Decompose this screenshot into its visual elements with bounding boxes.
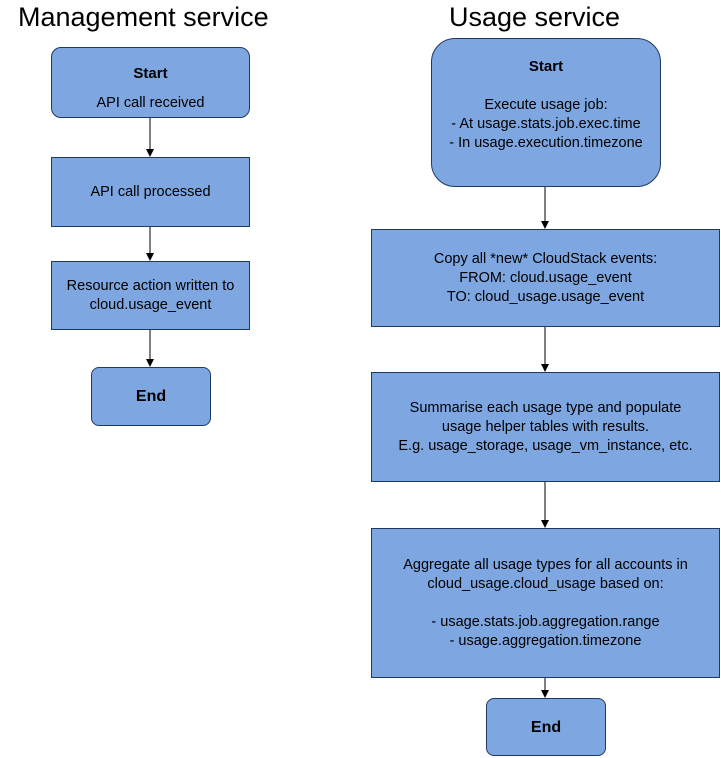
usage-summarise-line3: E.g. usage_storage, usage_vm_instance, e… — [398, 437, 693, 454]
usage-summarise-box: Summarise each usage type and populate u… — [371, 372, 720, 482]
management-service-title: Management service — [18, 2, 269, 32]
usage-start-line1: Execute usage job: — [484, 97, 608, 113]
usage-aggregate-line1: Aggregate all usage types for all accoun… — [403, 556, 688, 573]
mgmt-end-box: End — [91, 367, 211, 426]
mgmt-written-line1: Resource action written to — [66, 277, 235, 294]
usage-summarise-line1: Summarise each usage type and populate — [409, 399, 682, 416]
usage-start-box: Start Execute usage job: - At usage.stat… — [431, 38, 661, 187]
usage-summarise-line2: usage helper tables with results. — [441, 418, 650, 435]
usage-aggregate-line3: - usage.stats.job.aggregation.range — [431, 613, 660, 630]
usage-end-box: End — [486, 698, 606, 756]
usage-start-title: Start — [528, 58, 564, 75]
mgmt-processed-text: API call processed — [90, 183, 211, 200]
mgmt-processed-box: API call processed — [51, 157, 250, 227]
mgmt-start-text: API call received — [96, 95, 205, 111]
mgmt-end-text: End — [135, 388, 167, 405]
usage-aggregate-box: Aggregate all usage types for all accoun… — [371, 528, 720, 678]
mgmt-start-box: Start API call received — [51, 47, 250, 118]
usage-copy-line2: FROM: cloud.usage_event — [459, 269, 632, 286]
mgmt-written-box: Resource action written to cloud.usage_e… — [51, 261, 250, 330]
usage-copy-line3: TO: cloud_usage.usage_event — [446, 288, 645, 305]
mgmt-written-line2: cloud.usage_event — [89, 296, 212, 313]
mgmt-start-title: Start — [133, 65, 168, 82]
usage-copy-box: Copy all *new* CloudStack events: FROM: … — [371, 229, 720, 327]
usage-start-line3: - In usage.execution.timezone — [449, 135, 643, 151]
usage-aggregate-line4: - usage.aggregation.timezone — [449, 632, 642, 649]
usage-service-title: Usage service — [449, 2, 621, 32]
usage-copy-line1: Copy all *new* CloudStack events: — [433, 250, 658, 267]
usage-aggregate-line2: cloud_usage.cloud_usage based on: — [427, 575, 664, 592]
usage-start-line2: - At usage.stats.job.exec.time — [451, 116, 641, 132]
usage-end-text: End — [530, 718, 562, 736]
